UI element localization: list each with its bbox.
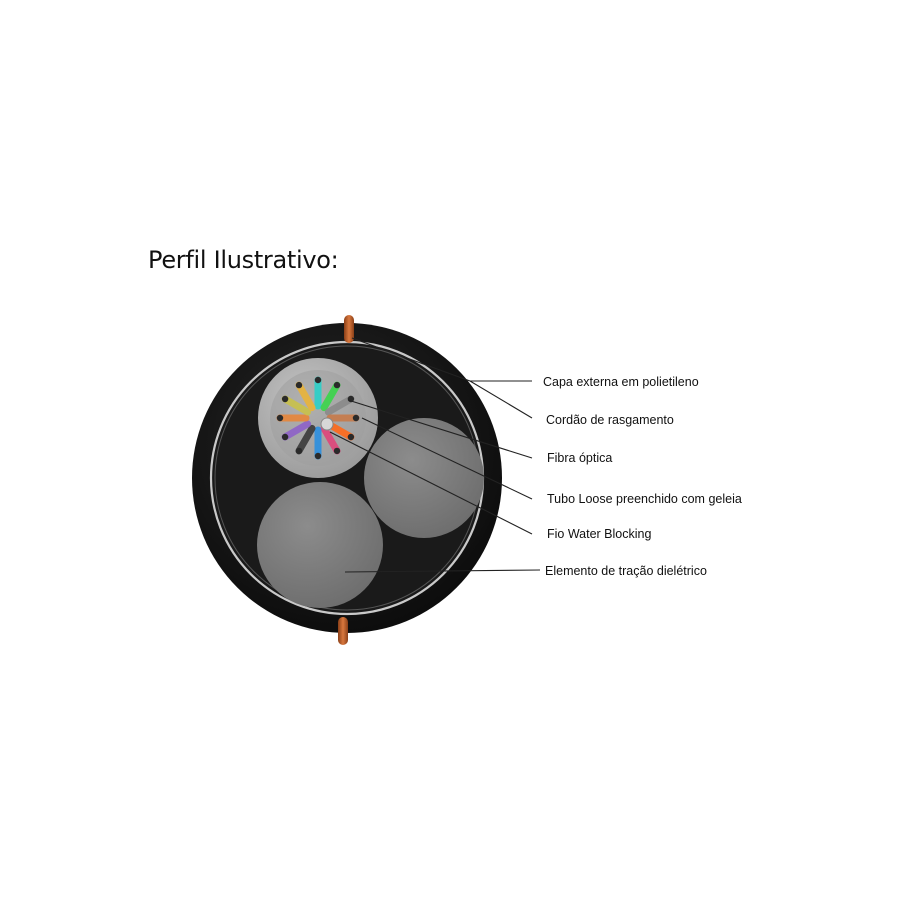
optical-fiber — [320, 381, 341, 412]
optical-fiber — [295, 381, 316, 412]
optical-fiber-end — [314, 452, 322, 460]
optical-fiber — [281, 395, 312, 416]
leader-strength-member — [344, 569, 541, 573]
strength-member-secondary — [364, 418, 484, 538]
label-strength-member: Elemento de tração dielétrico — [545, 564, 707, 578]
ripcord-top — [344, 315, 354, 343]
optical-fiber-end — [352, 414, 360, 422]
loose-tube-gel — [270, 370, 366, 466]
leader-water-blocking — [329, 431, 533, 535]
leader-optical-fiber — [347, 399, 533, 459]
optical-fiber-end — [333, 447, 341, 455]
page-title: Perfil Ilustrativo: — [148, 246, 339, 274]
optical-fiber — [281, 420, 312, 441]
optical-fiber-end — [295, 447, 303, 455]
optical-fiber-end — [314, 376, 322, 384]
optical-fiber-end — [276, 414, 284, 422]
water-blocking-yarn — [320, 417, 334, 431]
optical-fiber-end — [347, 433, 355, 441]
label-optical-fiber: Fibra óptica — [547, 451, 612, 465]
label-ripcord: Cordão de rasgamento — [546, 413, 674, 427]
label-loose-tube: Tubo Loose preenchido com geleia — [547, 492, 742, 506]
optical-fiber-end — [333, 381, 341, 389]
optical-fiber-end — [281, 395, 289, 403]
optical-fiber-end — [281, 433, 289, 441]
optical-fiber-end — [295, 381, 303, 389]
strength-member — [257, 482, 383, 608]
optical-fiber — [324, 395, 355, 416]
optical-fiber — [320, 424, 341, 455]
optical-fiber — [295, 424, 316, 455]
leader-ripcord — [351, 337, 533, 419]
leader-loose-tube — [361, 417, 533, 500]
label-water-blocking: Fio Water Blocking — [547, 527, 651, 541]
label-outer-jacket: Capa externa em polietileno — [543, 375, 699, 389]
ripcord-bottom — [338, 617, 348, 645]
